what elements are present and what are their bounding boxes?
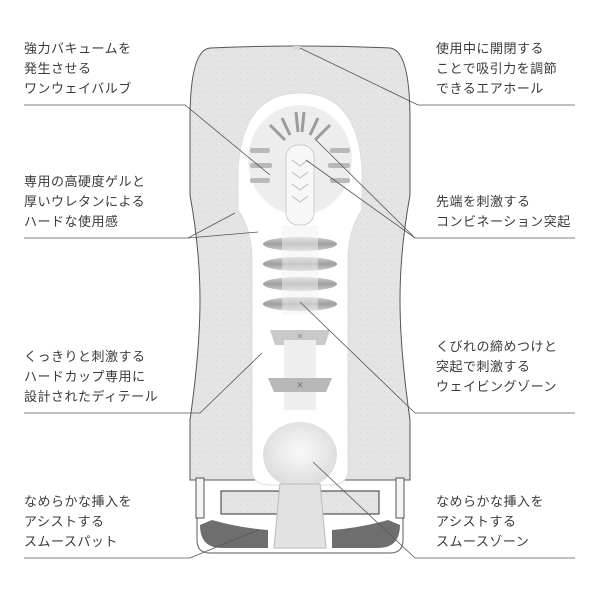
callout-line: 先端を刺激する [436, 195, 531, 210]
callout-one-way-valve: 強力バキュームを 発生させる ワンウェイバルブ [24, 40, 132, 100]
callout-line: くびれの締めつけと [436, 340, 558, 355]
callout-line: スムースゾーン [436, 535, 530, 550]
smooth-zone [263, 422, 337, 488]
callout-hard-cup-detail: くっきりと刺激する ハードカップ専用に 設計されたディテール [24, 348, 158, 408]
callout-line: ウェイビングゾーン [436, 380, 557, 395]
waving-zone-ribs [263, 225, 337, 315]
callout-line: アシストする [24, 515, 105, 530]
callout-line: 強力バキュームを [24, 42, 132, 57]
callout-line: なめらかな挿入を [24, 495, 133, 510]
leader-lines [24, 47, 575, 559]
callout-line: くっきりと刺激する [24, 350, 146, 365]
callout-line: 発生させる [24, 62, 92, 77]
callout-line: なめらかな挿入を [436, 495, 545, 510]
callout-waving-zone: くびれの締めつけと 突起で刺激する ウェイビングゾーン [436, 338, 558, 398]
callout-line: ハードカップ専用に [24, 370, 146, 385]
callout-line: 使用中に開閉する [436, 42, 545, 57]
svg-text:✕: ✕ [297, 332, 304, 341]
callout-line: 設計されたディテール [24, 390, 159, 405]
detail-section: ✕ ✕ [268, 330, 332, 410]
callout-line: できるエアホール [436, 82, 544, 97]
callout-smooth-pad: なめらかな挿入を アシストする スムースパット [24, 493, 132, 553]
callout-line: 厚いウレタンによる [24, 195, 146, 210]
callout-line: アシストする [436, 515, 517, 530]
callout-line: スムースパット [24, 535, 118, 550]
callout-hard-gel: 専用の高硬度ゲルと 厚いウレタンによる ハードな使用感 [24, 173, 146, 233]
svg-text:✕: ✕ [296, 381, 304, 391]
base-cap [195, 477, 405, 554]
callout-line: ハードな使用感 [24, 215, 119, 230]
callout-line: 突起で刺激する [436, 360, 531, 375]
callout-combination-protrusions: 先端を刺激する コンビネーション突起 [436, 193, 571, 233]
callout-smooth-zone: なめらかな挿入を アシストする スムースゾーン [436, 493, 544, 553]
callout-line: コンビネーション突起 [436, 215, 571, 230]
callout-line: ことで吸引力を調節 [436, 62, 558, 77]
callout-air-hole: 使用中に開閉する ことで吸引力を調節 できるエアホール [436, 40, 557, 100]
callout-line: ワンウェイバルブ [24, 82, 132, 97]
callout-line: 専用の高硬度ゲルと [24, 175, 146, 190]
sleeve-head [248, 105, 352, 226]
